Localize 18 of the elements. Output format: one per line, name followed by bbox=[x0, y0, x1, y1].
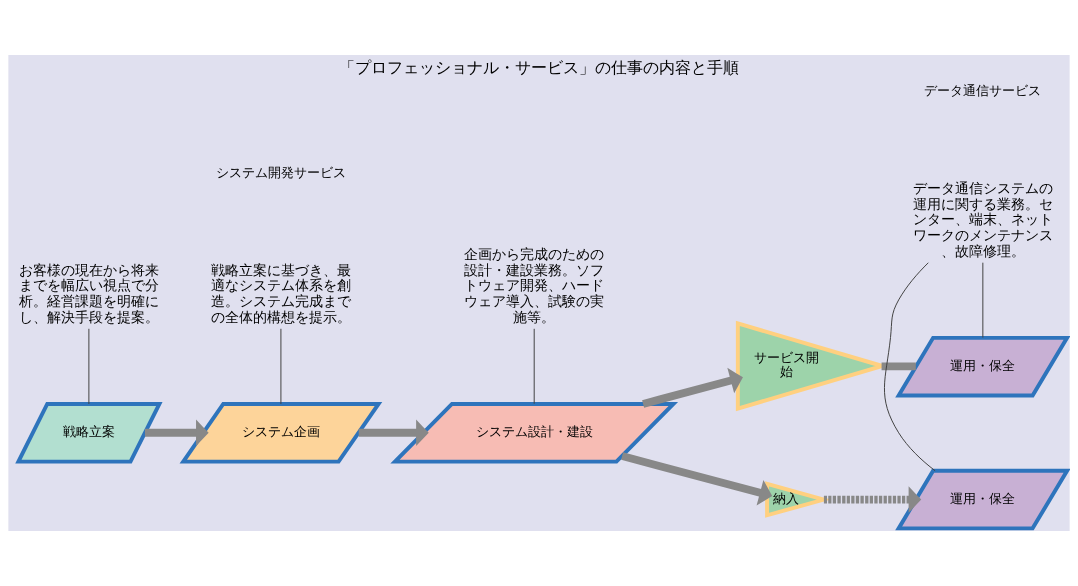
arrow bbox=[642, 367, 743, 408]
connector bbox=[883, 262, 936, 472]
connector bbox=[88, 328, 90, 405]
label: システム開発サービス bbox=[215, 164, 346, 180]
connector bbox=[982, 262, 984, 339]
connector bbox=[280, 328, 282, 405]
label: データ通信サービス bbox=[924, 82, 1042, 98]
diagram-title: 「プロフェッショナル・サービス」の仕事の内容と手順 bbox=[339, 57, 739, 77]
arrow bbox=[823, 486, 922, 513]
node-text: データ通信システムの運用に関する業務。センター、端末、ネットワークのメンテナンス、故障修理。 bbox=[912, 179, 1053, 259]
node-text: お客様の現在から将来までを幅広い視点で分析。経営課題を明確にし、解決手段を提案。 bbox=[18, 261, 159, 325]
node-text: 企画から完成のための設計・建設業務。ソフトウェア開発、ハードウェア導入、試験の実施等。 bbox=[464, 246, 605, 325]
connector bbox=[881, 362, 916, 371]
arrow bbox=[358, 419, 429, 447]
node-text: 戦略立案に基づき、最適なシステム体系を創造。システム完成までの全体的構想を提示。 bbox=[210, 261, 351, 325]
arrow bbox=[144, 419, 209, 447]
arrow bbox=[621, 452, 773, 506]
connector bbox=[533, 328, 535, 405]
